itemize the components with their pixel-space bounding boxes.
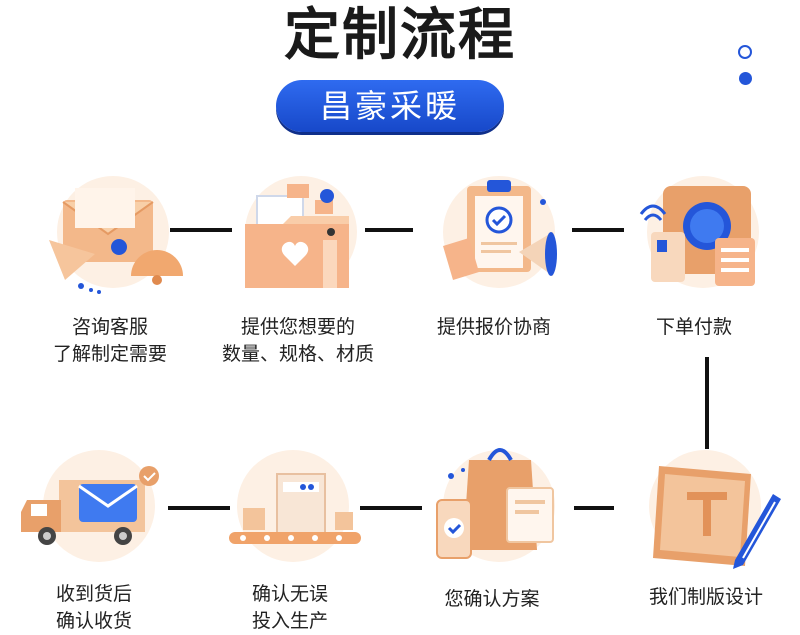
blueprint-pen-icon: [649, 450, 781, 569]
step-payment-line1: 下单付款: [655, 316, 732, 338]
step-receive-goods-line1: 收到货后: [55, 583, 132, 605]
connector-7-8: [168, 506, 230, 510]
connector-6-7: [360, 506, 422, 510]
connector-4-5: [705, 357, 709, 449]
decor-dot-solid: [739, 72, 752, 85]
payment-terminal-icon: [639, 176, 759, 288]
step-consult-line2: 了解制定需要: [52, 343, 167, 365]
step-design-line1: 我们制版设计: [648, 586, 763, 608]
delivery-truck-icon: [21, 450, 159, 562]
factory-conveyor-icon: [229, 450, 361, 562]
step-production-line2: 投入生产: [251, 610, 328, 632]
connector-2-3: [365, 228, 413, 232]
clipboard-megaphone-icon: [443, 176, 557, 288]
step-confirm-plan-line1: 您确认方案: [444, 588, 540, 610]
step-provide-spec-line1: 提供您想要的: [240, 316, 355, 338]
step-production-line1: 确认无误: [251, 583, 328, 605]
shopping-bag-phone-icon: [436, 448, 555, 562]
step-receive-goods-line2: 确认收货: [55, 610, 132, 632]
decor-dot-hollow: [738, 45, 752, 59]
step-quote-line1: 提供报价协商: [436, 316, 551, 338]
brand-badge: 昌豪采暖: [276, 80, 504, 132]
page-title: 定制流程: [284, 3, 516, 68]
step-consult-line1: 咨询客服: [71, 316, 148, 338]
connector-3-4: [572, 228, 624, 232]
step-provide-spec-line2: 数量、规格、材质: [221, 343, 374, 365]
envelope-bell-icon: [49, 176, 183, 294]
connector-5-6: [574, 506, 614, 510]
connector-1-2: [170, 228, 232, 232]
folder-documents-icon: [245, 176, 357, 288]
